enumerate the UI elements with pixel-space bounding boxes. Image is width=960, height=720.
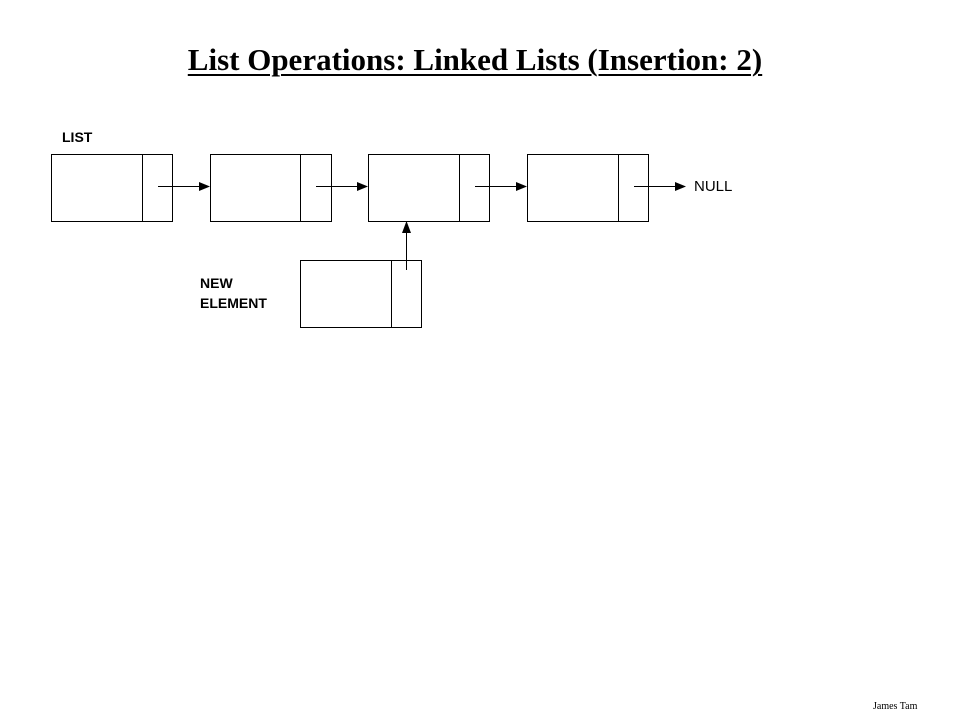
author-credit: James Tam [873, 701, 918, 712]
node-4-pointer-cell [618, 154, 649, 222]
null-label: NULL [694, 178, 733, 195]
node-3-pointer-cell [459, 154, 490, 222]
slide-title: List Operations: Linked Lists (Insertion… [187, 42, 763, 77]
new-element-label: NEW ELEMENT [200, 273, 267, 313]
pointer-arrow-new-to-3 [402, 221, 411, 270]
list-node-3 [368, 154, 490, 222]
node-1-pointer-cell [142, 154, 173, 222]
list-node-2 [210, 154, 332, 222]
pointer-arrow-1-to-2 [158, 182, 210, 191]
list-label: LIST [62, 129, 93, 145]
node-3-data-cell [368, 154, 460, 222]
node-4-data-cell [527, 154, 619, 222]
pointer-arrow-2-to-3 [316, 182, 368, 191]
list-node-1 [51, 154, 173, 222]
new-element-label-line-2: ELEMENT [200, 295, 267, 311]
node-1-data-cell [51, 154, 143, 222]
node-2-data-cell [210, 154, 301, 222]
new-element-node [300, 260, 422, 328]
new-node-data-cell [300, 260, 392, 328]
pointer-arrow-3-to-4 [475, 182, 527, 191]
pointer-arrow-4-to-null [634, 182, 686, 191]
new-element-label-line-1: NEW [200, 275, 233, 291]
node-2-pointer-cell [300, 154, 332, 222]
new-node-pointer-cell [391, 260, 422, 328]
list-node-4 [527, 154, 649, 222]
